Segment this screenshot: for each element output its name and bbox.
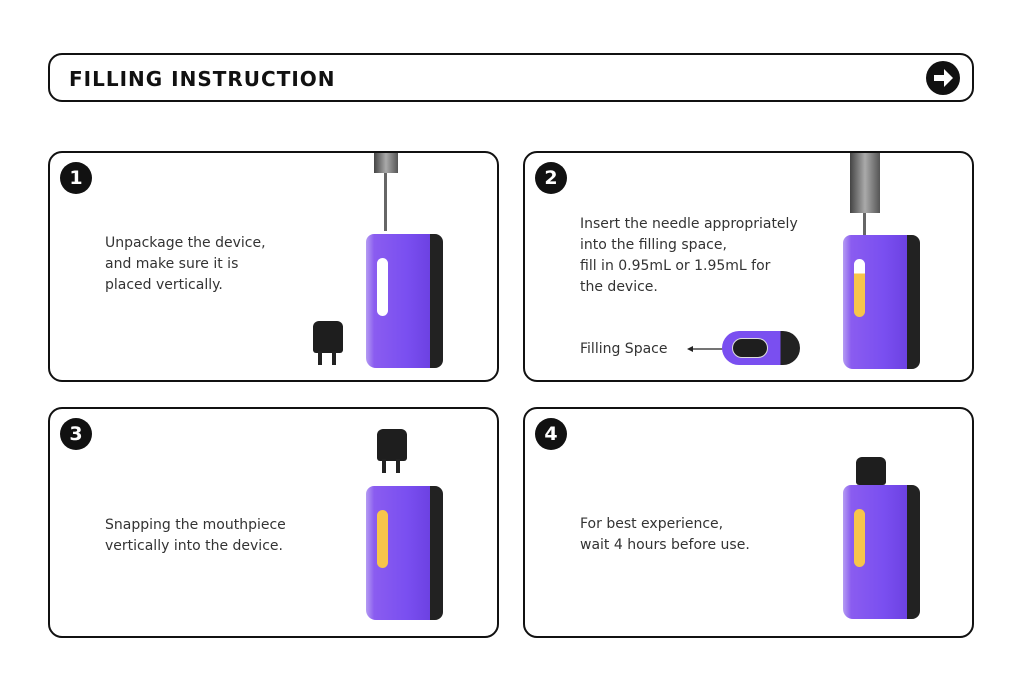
device-image [843, 485, 921, 619]
mouthpiece-image [313, 321, 343, 353]
mouthpiece-image [377, 429, 407, 461]
step-text: For best experience,wait 4 hours before … [580, 516, 750, 553]
step-number: 4 [535, 418, 567, 450]
step-1-panel: 1 Unpackage the device,and make sure it … [48, 151, 499, 382]
step-number: 2 [535, 162, 567, 194]
arrow-right-circle-icon[interactable] [926, 61, 960, 95]
device-image [366, 234, 444, 368]
needle-icon [863, 213, 866, 235]
header-bar: FILLING INSTRUCTION [48, 53, 974, 102]
step-number: 1 [60, 162, 92, 194]
arrow-left-icon [687, 346, 725, 352]
syringe-icon [374, 153, 398, 173]
device-image [366, 486, 444, 620]
needle-icon [384, 173, 387, 231]
page-title: FILLING INSTRUCTION [69, 67, 336, 91]
filling-space-image [722, 331, 800, 365]
step-number: 3 [60, 418, 92, 450]
filling-space-label: Filling Space [580, 341, 668, 357]
step-4-panel: 4 For best experience,wait 4 hours befor… [523, 407, 974, 638]
device-image [843, 235, 921, 369]
mouthpiece-image [856, 457, 886, 485]
step-text: Unpackage the device,and make sure it is… [105, 235, 266, 293]
syringe-icon [850, 153, 880, 213]
